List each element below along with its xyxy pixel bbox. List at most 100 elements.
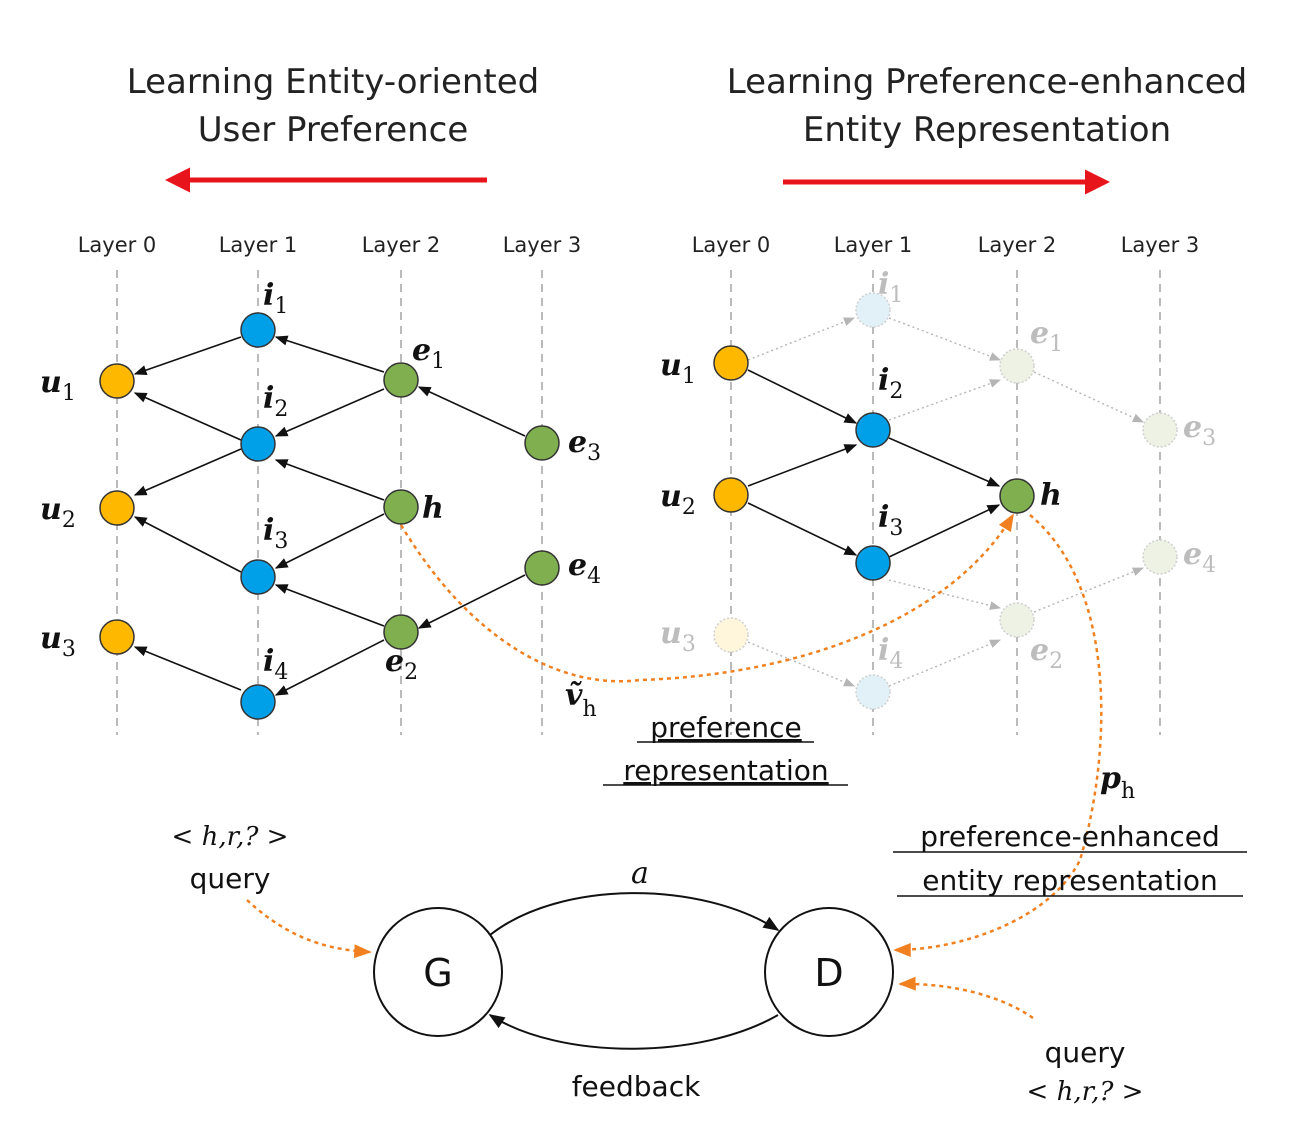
right-label-e2-faded: e2: [1030, 633, 1063, 674]
left-node-u3: [99, 619, 135, 655]
label-i3: i3: [263, 513, 288, 554]
left-node-i1: [240, 312, 276, 348]
right-node-i4-faded: [855, 674, 891, 710]
faded-edge-i4-e2: [888, 639, 1002, 687]
right-node-u3-faded: [713, 617, 749, 653]
pe-representation-line1: preference-enhanced: [920, 820, 1220, 853]
query-left-math: < h,r,? >: [172, 822, 289, 852]
label-i2: i2: [263, 381, 288, 422]
discriminator-node: [764, 907, 894, 1037]
query-right-label: query: [1045, 1036, 1126, 1069]
left-node-i4: [240, 684, 276, 720]
left-node-e1: [383, 362, 419, 398]
orange-dotted-connectors: [246, 513, 1103, 1020]
left-layer-labels: Layer 0 Layer 1 Layer 2 Layer 3: [78, 233, 582, 257]
edge-i2-u1: [133, 392, 242, 441]
generator-node: [373, 907, 503, 1037]
edge-i1-u1: [133, 336, 242, 376]
left-graph-nodes: [99, 312, 560, 720]
connector-right-h-to-d: [893, 514, 1103, 957]
edge-u2-i3: [747, 502, 858, 556]
edge-e4-e2: [417, 574, 526, 629]
edge-i3-u2: [133, 516, 242, 573]
label-v-h: ṽh: [565, 678, 597, 722]
right-node-i3: [855, 545, 891, 581]
right-node-e2-faded: [999, 602, 1035, 638]
label-e3: e3: [568, 425, 601, 466]
right-graph-nodes: [713, 292, 1178, 710]
right-node-i2: [855, 412, 891, 448]
right-label-i3: i3: [878, 500, 903, 541]
edge-e3-e1: [417, 386, 526, 437]
connector-query-to-d: [898, 976, 1034, 1020]
right-label-i1-faded: i1: [878, 267, 903, 308]
right-layer-2-label: Layer 2: [978, 233, 1057, 257]
faded-edge-u1-i1: [747, 317, 856, 361]
left-node-labels: u1 u2 u3 i1 i2 i3 i4 e1 h e2 e3 e4: [40, 278, 601, 685]
left-node-u2: [99, 490, 135, 526]
label-p-h: ph: [1100, 761, 1135, 804]
right-label-i4-faded: i4: [878, 633, 903, 674]
left-layer-2-label: Layer 2: [362, 233, 441, 257]
right-layer-3-label: Layer 3: [1121, 233, 1200, 257]
arc-top-label: a: [631, 856, 649, 891]
edge-h-i2: [274, 459, 385, 501]
faded-edge-u3-i4: [747, 641, 856, 687]
edge-e2-i3: [274, 584, 385, 627]
right-node-labels: u1 u2 u3 i1 i2 i3 i4 e1 h e2 e3 e4: [660, 267, 1216, 674]
right-node-e4-faded: [1142, 539, 1178, 575]
preference-representation-line1: preference: [650, 711, 801, 744]
label-i1: i1: [263, 278, 288, 319]
right-node-u1: [713, 345, 749, 381]
right-label-i2: i2: [878, 363, 903, 404]
right-node-e1-faded: [999, 348, 1035, 384]
right-label-e3-faded: e3: [1183, 410, 1216, 451]
left-node-i2: [240, 426, 276, 462]
left-layer-0-label: Layer 0: [78, 233, 157, 257]
label-u3: u3: [40, 621, 76, 662]
right-label-u2: u2: [660, 479, 696, 520]
right-node-e3-faded: [1142, 412, 1178, 448]
label-e2: e2: [385, 644, 418, 685]
right-label-u3-faded: u3: [660, 616, 696, 657]
left-node-e4: [524, 550, 560, 586]
edge-i2-u2: [133, 448, 242, 496]
right-node-u2: [713, 477, 749, 513]
left-node-e2: [383, 614, 419, 650]
arc-g-to-d: [489, 892, 780, 936]
connector-h-to-right-h: [399, 513, 1015, 683]
left-graph-edges: [133, 335, 526, 696]
connector-query-to-g: [246, 899, 372, 959]
right-label-e1-faded: e1: [1030, 316, 1063, 357]
edge-e2-i4: [274, 639, 385, 696]
preference-representation-line2: representation: [623, 754, 828, 787]
right-layer-1-label: Layer 1: [834, 233, 913, 257]
label-i4: i4: [263, 644, 288, 685]
edge-i3-h: [888, 504, 1001, 558]
arc-bottom-label: feedback: [572, 1070, 701, 1103]
right-faded-edges: [747, 317, 1145, 687]
edge-h-i3: [274, 513, 385, 569]
pe-representation-line2: entity representation: [922, 864, 1218, 897]
right-label-u1: u1: [660, 348, 696, 389]
generator-label: G: [423, 951, 452, 995]
left-node-i3: [240, 559, 276, 595]
faded-edge-i2-e1: [888, 379, 1002, 421]
right-layer-0-label: Layer 0: [692, 233, 771, 257]
right-label-h: h: [1040, 478, 1062, 513]
label-u1: u1: [40, 365, 76, 406]
discriminator-label: D: [814, 951, 843, 995]
right-heading-line2: Entity Representation: [803, 110, 1171, 150]
left-node-e3: [524, 425, 560, 461]
right-layer-labels: Layer 0 Layer 1 Layer 2 Layer 3: [692, 233, 1200, 257]
edge-i2-h: [888, 437, 1001, 487]
right-heading-line1: Learning Preference-enhanced: [727, 62, 1248, 102]
right-node-h: [999, 478, 1035, 514]
label-u2: u2: [40, 492, 76, 533]
label-e1: e1: [412, 333, 445, 374]
faded-edge-e1-e3: [1033, 371, 1145, 423]
query-left-label: query: [190, 862, 271, 895]
left-layer-3-label: Layer 3: [503, 233, 582, 257]
label-h: h: [422, 491, 444, 526]
